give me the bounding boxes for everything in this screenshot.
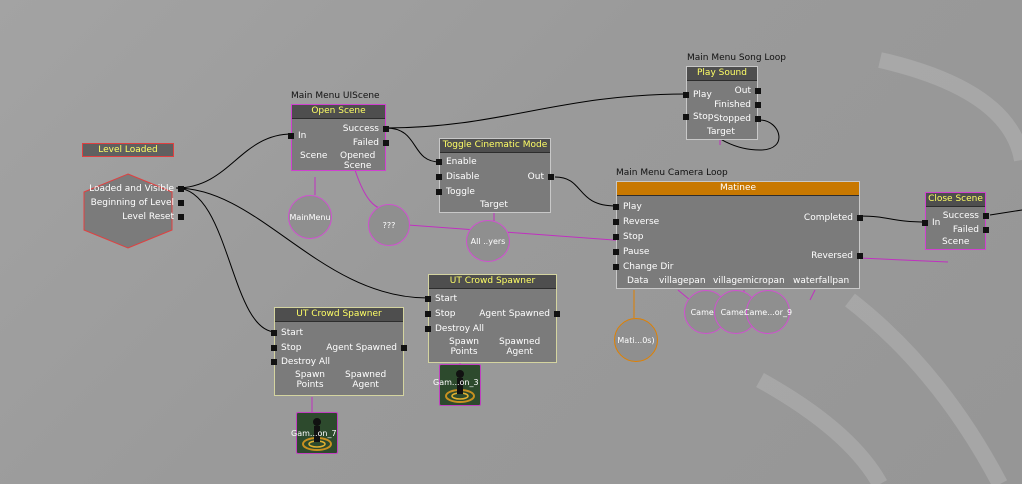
input-change-dir[interactable]: Change Dir	[612, 261, 673, 273]
input-reverse[interactable]: Reverse	[612, 216, 659, 228]
var-target-label[interactable]: Target	[707, 127, 735, 137]
var-villagepan-label[interactable]: villagepan	[659, 276, 706, 286]
output-stopped[interactable]: Stopped	[714, 113, 762, 125]
var-waterfallpan-label[interactable]: waterfallpan	[793, 276, 850, 286]
output-beginning-of-level[interactable]: Beginning of Level	[82, 197, 184, 209]
play-sound-comment: Main Menu Song Loop	[687, 53, 786, 63]
input-stop[interactable]: Stop	[612, 231, 643, 243]
level-loaded-event[interactable]	[82, 172, 174, 250]
output-loaded-visible[interactable]: Loaded and Visible	[82, 183, 184, 195]
spawn-point-label: Gam...on_3	[433, 378, 479, 387]
toggle-cinematic-node[interactable]: Toggle Cinematic Mode Enable Disable Tog…	[435, 138, 555, 213]
input-stop[interactable]: Stop	[424, 308, 455, 320]
output-success[interactable]: Success	[943, 210, 990, 222]
input-stop[interactable]: Stop	[682, 111, 713, 123]
output-completed[interactable]: Completed	[804, 212, 864, 224]
var-data-label[interactable]: Data	[627, 276, 649, 286]
output-finished[interactable]: Finished	[714, 99, 761, 111]
input-play[interactable]: Play	[683, 89, 712, 101]
open-scene-title: Open Scene	[292, 105, 385, 119]
crowd-spawner-title: UT Crowd Spawner	[275, 308, 403, 322]
var-villagemicropan-label[interactable]: villagemicropan	[713, 276, 785, 286]
input-in[interactable]: In	[921, 217, 940, 229]
input-stop[interactable]: Stop	[270, 342, 301, 354]
matinee-comment: Main Menu Camera Loop	[616, 168, 728, 178]
input-enable[interactable]: Enable	[436, 156, 477, 168]
var-all-players[interactable]: All ..yers	[466, 220, 510, 262]
output-out[interactable]: Out	[735, 85, 762, 97]
var-target-label[interactable]: Target	[480, 200, 508, 210]
play-sound-title: Play Sound	[687, 67, 757, 81]
var-matinee-data[interactable]: Mati...0s)	[614, 318, 658, 362]
output-out[interactable]: Out	[528, 171, 555, 183]
matinee-node[interactable]: Matinee Play Reverse Stop Pause Change D…	[612, 181, 864, 289]
input-in[interactable]: In	[287, 130, 306, 142]
spawn-point-icon[interactable]	[439, 364, 481, 406]
level-loaded-title[interactable]: Level Loaded	[82, 143, 174, 157]
input-pause[interactable]: Pause	[612, 246, 649, 258]
spawn-point-label: Gam...on_7	[291, 429, 337, 438]
matinee-title: Matinee	[617, 182, 859, 196]
var-camera-3[interactable]: Came...or_9	[744, 290, 792, 334]
output-success[interactable]: Success	[343, 123, 390, 135]
output-failed[interactable]: Failed	[353, 137, 390, 149]
input-start[interactable]: Start	[425, 293, 457, 305]
output-reversed[interactable]: Reversed	[811, 250, 863, 262]
input-play[interactable]: Play	[613, 201, 642, 213]
input-disable[interactable]: Disable	[435, 171, 479, 183]
spawn-point-icon[interactable]	[296, 412, 338, 454]
output-agent-spawned[interactable]: Agent Spawned	[479, 308, 560, 320]
output-agent-spawned[interactable]: Agent Spawned	[326, 342, 407, 354]
close-scene-title: Close Scene	[926, 193, 985, 207]
var-scene-label[interactable]: Scene	[942, 237, 970, 247]
crowd-spawner-node-2[interactable]: UT Crowd Spawner Start Stop Destroy All …	[270, 307, 407, 396]
open-scene-comment: Main Menu UIScene	[291, 91, 380, 101]
var-scene-label[interactable]: Scene	[300, 151, 328, 161]
var-unknown[interactable]: ???	[368, 204, 410, 246]
input-destroy-all[interactable]: Destroy All	[270, 356, 330, 368]
close-scene-node[interactable]: Close Scene In Success Failed Scene	[921, 192, 990, 250]
input-start[interactable]: Start	[271, 327, 303, 339]
open-scene-node[interactable]: Open Scene In Success Failed Scene Opene…	[287, 104, 390, 171]
play-sound-node[interactable]: Play Sound Play Stop Out Finished Stoppe…	[682, 66, 762, 140]
crowd-spawner-title: UT Crowd Spawner	[429, 275, 556, 289]
output-failed[interactable]: Failed	[953, 224, 990, 236]
crowd-spawner-node-1[interactable]: UT Crowd Spawner Start Stop Destroy All …	[424, 274, 560, 363]
output-level-reset[interactable]: Level Reset	[82, 211, 184, 223]
input-toggle[interactable]: Toggle	[436, 186, 475, 198]
input-destroy-all[interactable]: Destroy All	[424, 323, 484, 335]
toggle-cinematic-title: Toggle Cinematic Mode	[440, 139, 550, 153]
var-mainmenu[interactable]: MainMenu	[288, 195, 332, 239]
